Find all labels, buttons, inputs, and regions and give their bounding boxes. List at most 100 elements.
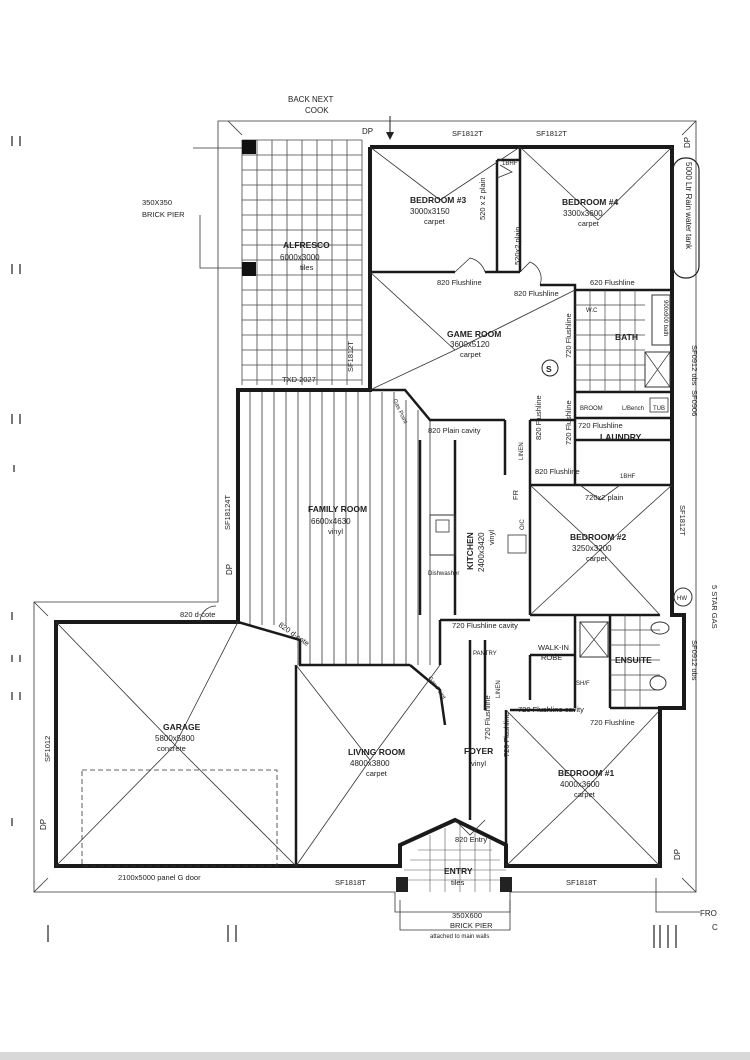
door-swings [199,164,621,836]
entry-name: ENTRY [444,866,473,876]
gas-point-2: Gas Point [426,676,446,701]
shower-label: 900x900 bath [662,300,668,336]
downpipe-top: DP [362,127,373,136]
window-right-laundry: SF0906 [690,390,699,416]
bedroom3-finish: carpet [424,217,446,226]
game-room-name: GAME ROOM [447,329,501,339]
family-room-dims: 6600x4630 [311,517,351,526]
ensuite-basin [650,621,670,635]
door-d20: 720 Flushline [564,400,573,445]
kitchen-dims: 2400x3420 [477,532,486,572]
shower-base [644,351,671,388]
rain-water-tank [672,157,700,279]
kitchen-finish: vinyl [487,530,496,545]
brick-pier-top [242,140,256,154]
dishwasher-label: Dishwasher [428,571,459,577]
hw-label: HW [677,596,687,602]
dp-left: DP [225,564,234,575]
bathtub [651,294,671,346]
eave-diag-bl [33,877,49,893]
note-brick-pier-top-1: 350X350 [142,198,172,207]
window-left-family: SF18124T [223,495,232,530]
scan-edge [0,1052,750,1060]
door-d8: 820 d-cote [180,610,215,619]
door-d12: 720 Flushline [483,695,492,740]
laundry-tub [649,397,669,413]
window-right-bath: SF0912 obs [690,345,699,386]
garage-door-label: 2100x5000 panel G door [118,873,201,882]
lbench-label: L/Bench [622,406,644,412]
door-d6: 720 Flushline [578,421,623,430]
front-note-2: C [712,923,718,932]
door-d7: 820 Plain cavity [428,426,481,435]
game-room-finish: carpet [460,350,482,359]
bedroom2-finish: carpet [586,554,608,563]
brick-pier-bottom-left [396,877,408,892]
bedroom3-name: BEDROOM #3 [410,195,466,205]
oc-label: O/C [520,519,526,530]
living-room-dims: 4800x3800 [350,759,390,768]
garage-name: GARAGE [163,722,201,732]
door-bifold2: 1BHF [620,474,636,480]
wc-label: W.C [586,308,598,314]
alfresco-tiles [241,139,363,385]
window-top-left: SF1812T [452,129,483,138]
door-d18: 520 x 2 plain [478,177,487,220]
walk-in-robe-1: WALK-IN [538,643,569,652]
alfresco-finish: tiles [300,263,314,272]
rain-tank-label: 5000 Ltr Rain water tank [684,162,693,250]
eave-diag-gl [33,601,49,617]
kitchen-sink [435,519,450,533]
brick-pier-bottom-2: BRICK PIER [450,921,493,930]
door-d11: 720 Flushline [590,718,635,727]
entry-finish: tiles [451,878,465,887]
door-d16: 820 Flushline [535,467,580,476]
dp-left-bottom: DP [39,819,48,830]
txd-label: TXD 2027 [282,375,316,384]
foyer-finish: vinyl [471,759,486,768]
bedroom3-dims: 3000x3150 [410,207,450,216]
window-top-right: SF1812T [536,129,567,138]
header-line1: BACK NEXT [288,95,333,104]
attached-note: attached to main walls [430,934,489,940]
broom-label: BROOM [580,406,603,412]
window-left-garage: SF1012 [43,736,52,762]
gas-note: 5 STAR GAS [710,585,719,629]
window-bottom-right: SF1818T [566,878,597,887]
door-bifold1: 1BHF [502,161,518,167]
bedroom1-dims: 4000x3600 [560,780,600,789]
eave-outline [33,120,697,913]
ensuite-toilet [649,675,667,691]
linen-label: LINEN [519,442,525,460]
bedroom4-finish: carpet [578,219,600,228]
family-room-boards [249,392,431,665]
front-leader [655,878,700,913]
cooktop [507,534,527,554]
bedroom2-dims: 3250x3200 [572,544,612,553]
note-brick-pier-top-2: BRICK PIER [142,210,185,219]
linen2-label: LINEN [496,680,502,698]
bedroom1-name: BEDROOM #1 [558,768,614,778]
brick-pier-bottom-1: 350X600 [452,911,482,920]
smoke-alarm [541,359,559,377]
eave-diag-tr [681,120,697,136]
shelf-label: SH/F [576,681,590,687]
header-line2: COOK [305,106,329,115]
bath-tiles [575,290,660,708]
pantry-label: PANTRY [473,651,497,657]
bedroom4-name: BEDROOM #4 [562,197,618,207]
laundry-name: LAUNDRY [600,432,642,442]
ensuite-name: ENSUITE [615,655,652,665]
door-d14: 720 Flushline [502,712,511,757]
family-room-name: FAMILY ROOM [308,504,367,514]
bedroom1-finish: carpet [574,790,596,799]
door-d10: 720 Flushline cavity [518,705,584,714]
pier-leader-2 [199,215,242,269]
living-room-name: LIVING ROOM [348,747,405,757]
door-d5: 820 Flushline [534,395,543,440]
hot-water-unit [673,587,693,607]
eave-diag-br [681,877,697,893]
dp-right: DP [683,137,692,148]
external-wall [54,145,686,868]
window-right-ensuite: SF0912 obs [690,640,699,681]
